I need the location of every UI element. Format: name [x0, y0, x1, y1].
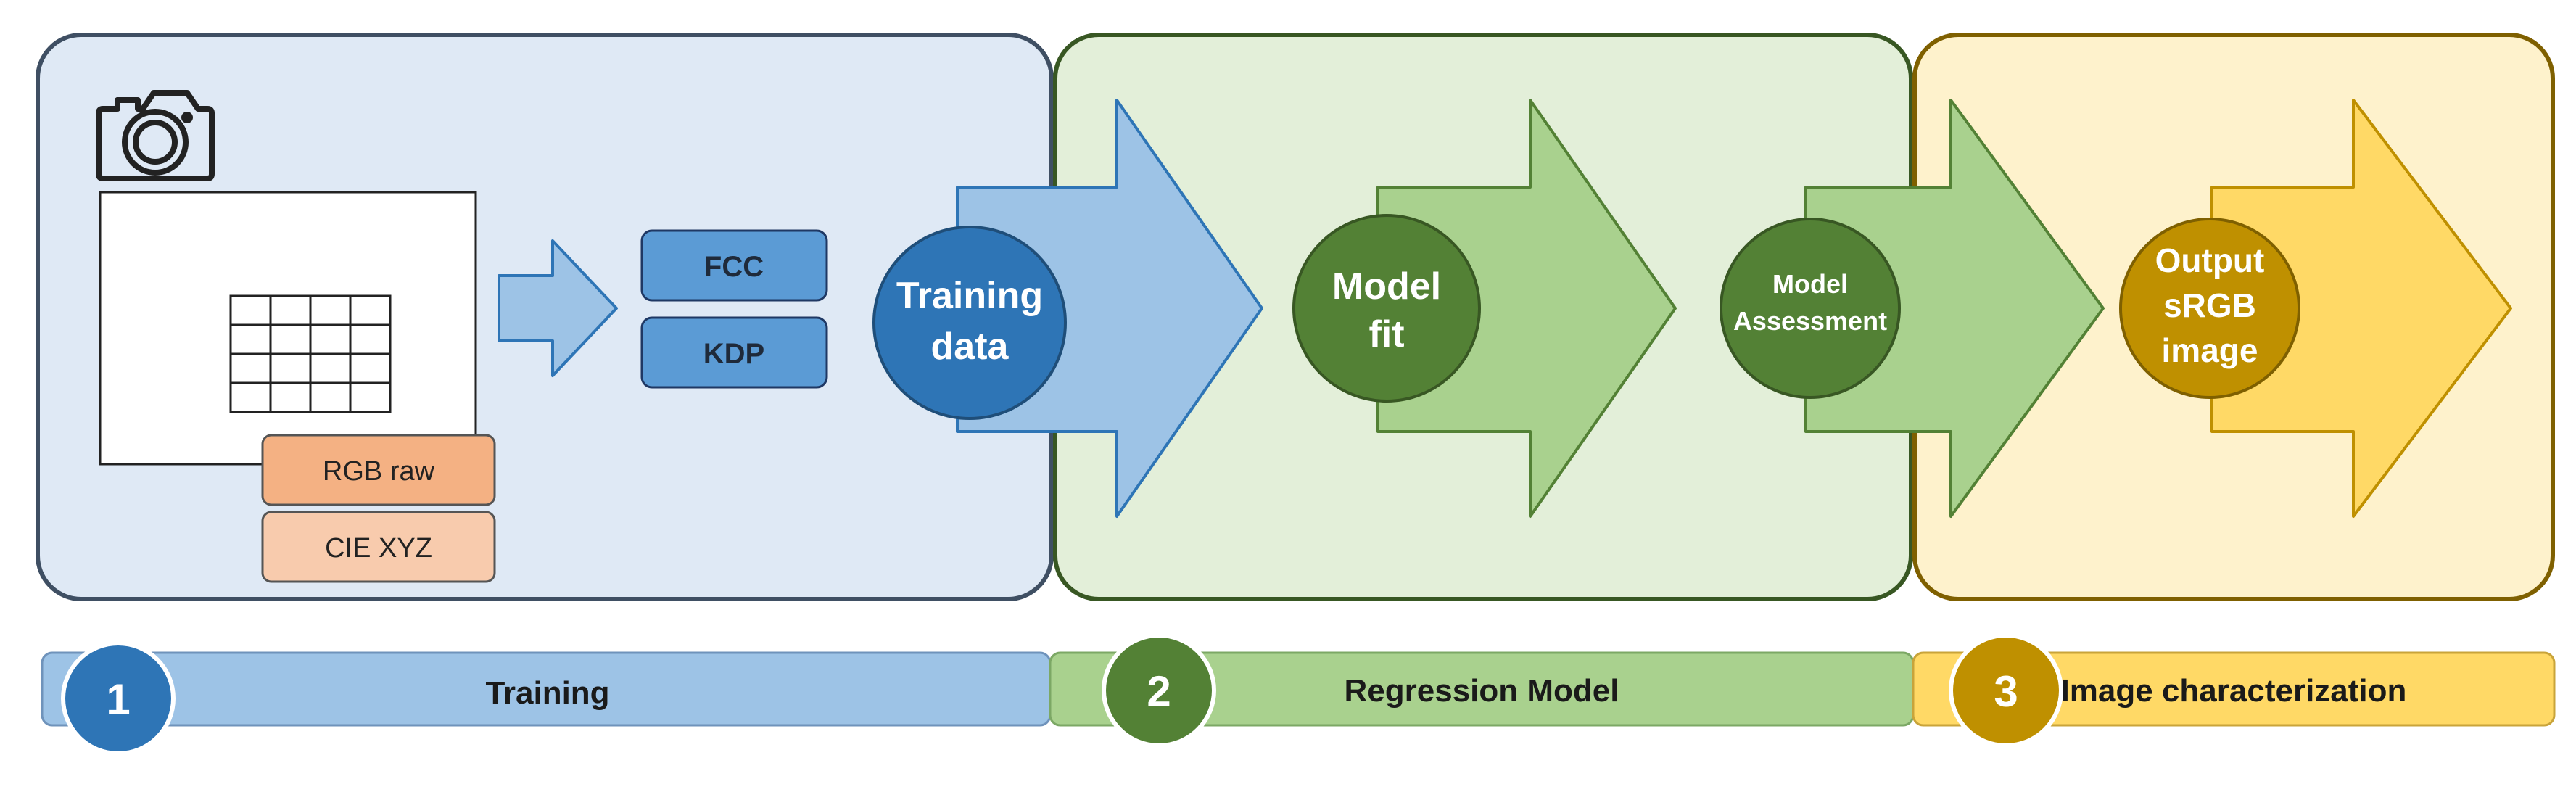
timeline-label-training: Training — [485, 675, 609, 711]
camera-icon — [96, 90, 215, 181]
label-cie-xyz: CIE XYZ — [325, 533, 432, 564]
node-output-srgb — [2119, 218, 2300, 399]
node-output-line1: Output — [2155, 242, 2265, 279]
node-model-fit — [1292, 214, 1481, 403]
node-model-assessment-line1: Model — [1772, 269, 1848, 299]
node-model-assessment-line2: Assessment — [1733, 306, 1887, 336]
method-kdp: KDP — [703, 338, 764, 370]
timeline-label-characterization: Image characterization — [2061, 673, 2407, 709]
node-training-data-line1: Training — [896, 275, 1043, 317]
timeline-number-3: 3 — [1994, 667, 2018, 716]
timeline-badge-1 — [61, 641, 176, 756]
label-box-cie-xyz — [261, 511, 496, 583]
node-output-line3: image — [2162, 331, 2258, 369]
label-rgb-raw: RGB raw — [323, 456, 435, 487]
node-training-data — [872, 226, 1067, 420]
node-output-line2: sRGB — [2163, 286, 2256, 324]
flow-arrow-training — [956, 99, 1263, 518]
node-model-fit-line1: Model — [1332, 265, 1441, 308]
timeline-number-1: 1 — [106, 675, 130, 724]
color-chart-grid-icon — [229, 294, 392, 413]
method-box-fcc — [640, 229, 828, 302]
timeline-number-2: 2 — [1147, 667, 1171, 716]
input-arrow — [498, 239, 618, 377]
node-model-assessment — [1720, 218, 1901, 399]
timeline-badge-3 — [1949, 633, 2063, 748]
timeline-bar-characterization — [1912, 651, 2556, 727]
node-training-data-line2: data — [931, 326, 1010, 368]
flow-arrow-model-fit — [1376, 99, 1677, 518]
method-fcc: FCC — [704, 251, 764, 283]
node-model-fit-line2: fit — [1368, 313, 1404, 355]
flow-arrow-assessment — [1804, 99, 2105, 518]
timeline-label-regression: Regression Model — [1345, 673, 1619, 709]
method-box-kdp — [640, 316, 828, 389]
timeline-badge-2 — [1102, 633, 1216, 748]
flow-arrow-output — [2210, 99, 2512, 518]
label-box-rgb-raw — [261, 434, 496, 506]
